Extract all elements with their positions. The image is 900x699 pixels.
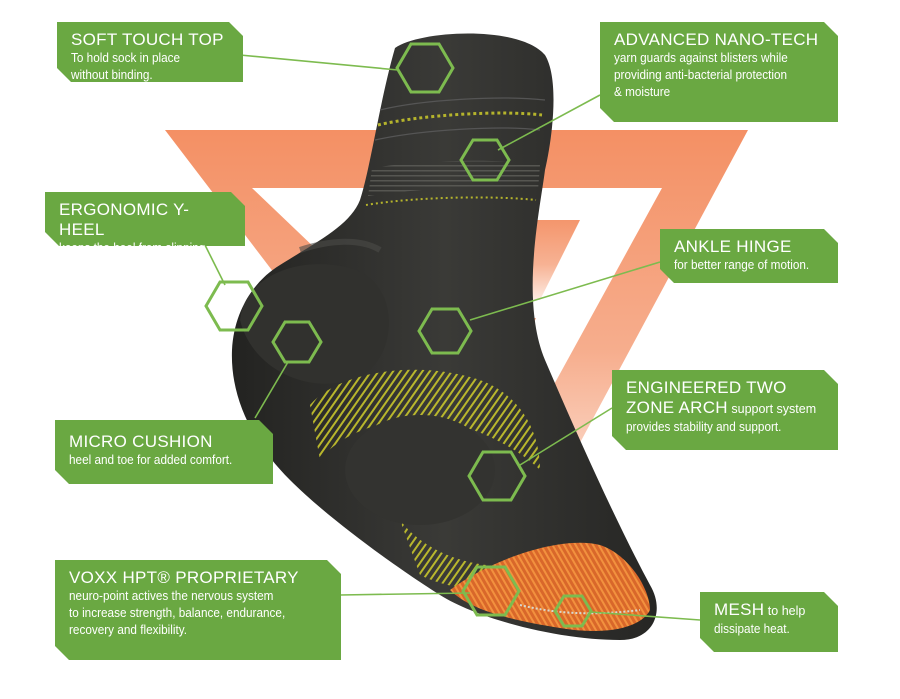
callout-text: recovery and flexibility. [69,623,187,637]
callout-title: SOFT TOUCH TOP [71,30,224,49]
callout-title: MESH [714,600,765,619]
callout-text: provides stability and support. [626,420,782,434]
callout-engineered-arch: ENGINEERED TWO ZONE ARCH support system … [612,370,838,450]
hexagon-markers [204,42,593,628]
callout-title-line2: ZONE ARCH support system [626,398,826,419]
callout-title: MICRO CUSHION [69,432,213,451]
sock-image [231,33,657,640]
callout-text: To hold sock in place [71,51,181,65]
callout-advanced-nano-tech: ADVANCED NANO-TECH yarn guards against b… [600,22,838,122]
callout-text: to increase strength, balance, endurance… [69,606,286,620]
callout-title-part: ZONE ARCH [626,398,728,417]
callout-text: without binding. [71,68,153,82]
callout-ankle-hinge: ANKLE HINGE for better range of motion. [660,229,838,283]
callout-title: ERGONOMIC Y-HEEL [59,200,190,239]
callout-title-line: MESH to help [714,600,826,621]
callout-title-suffix: to help [764,604,806,618]
callout-title: ADVANCED NANO-TECH [614,30,819,49]
callout-mesh: MESH to help dissipate heat. [700,592,838,652]
callout-text: providing anti-bacterial protection [614,68,788,82]
callout-text: heel and toe for added comfort. [69,453,233,467]
callout-soft-touch-top: SOFT TOUCH TOP To hold sock in place wit… [57,22,243,82]
callout-title: ENGINEERED TWO [626,378,787,397]
callout-ergonomic-y-heel: ERGONOMIC Y-HEEL keeps the heel from sli… [45,192,245,246]
callout-text: & moisture [614,85,671,99]
callout-voxx-hpt: VOXX HPT® PROPRIETARY neuro-point active… [55,560,341,660]
callout-title-suffix: support system [727,402,817,416]
callout-text: yarn guards against blisters while [614,51,788,65]
callout-text: neuro-point actives the nervous system [69,589,274,603]
callout-text: for better range of motion. [674,258,810,272]
callout-micro-cushion: MICRO CUSHION heel and toe for added com… [55,420,273,484]
connector-lines [204,54,701,621]
callout-title: ANKLE HINGE [674,237,792,256]
callout-title: VOXX HPT® PROPRIETARY [69,568,299,587]
callout-text: dissipate heat. [714,622,790,636]
